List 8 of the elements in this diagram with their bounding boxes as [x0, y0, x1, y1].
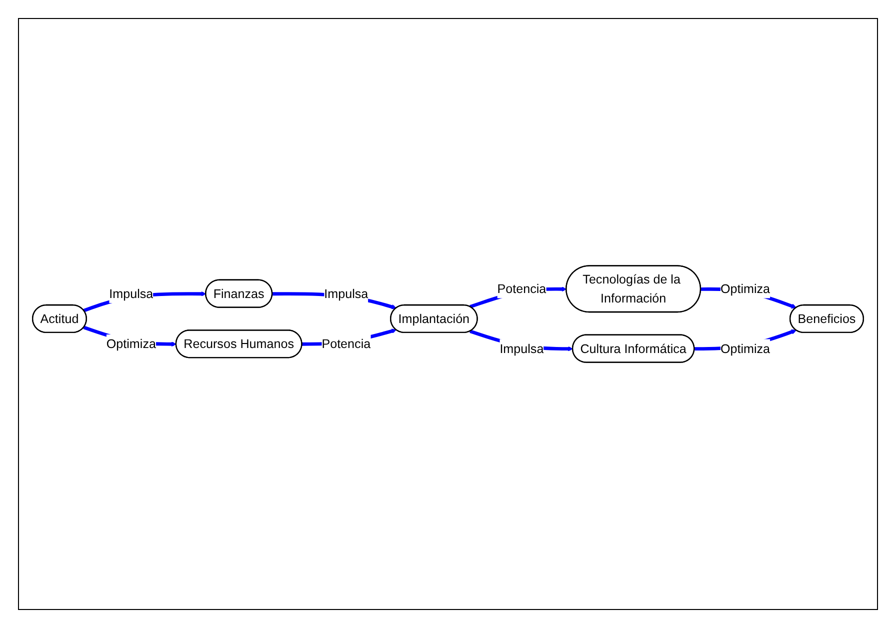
edge-label: Impulsa [324, 286, 368, 301]
edge-label: Impulsa [109, 286, 154, 301]
edge-label: Optimiza [106, 336, 156, 351]
edge-label: Potencia [497, 282, 546, 296]
edge-label: Impulsa [500, 341, 544, 356]
edge-label: Optimiza [720, 341, 770, 356]
edge-label: Optimiza [720, 282, 770, 296]
edge-label: Potencia [322, 336, 371, 351]
